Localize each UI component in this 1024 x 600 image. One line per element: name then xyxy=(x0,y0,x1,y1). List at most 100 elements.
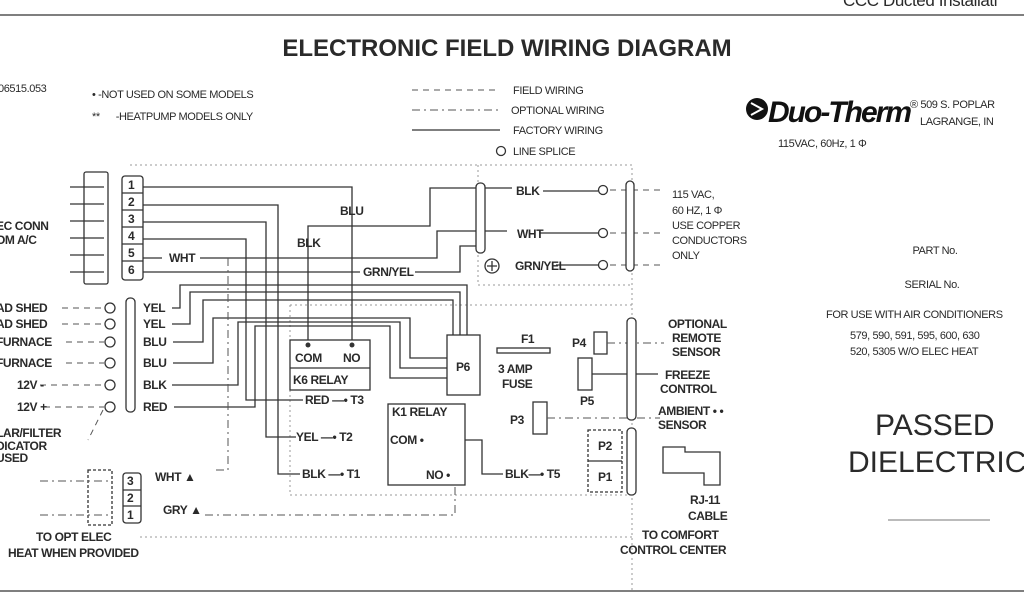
filter-3: USED xyxy=(0,451,28,465)
splice-icon xyxy=(495,145,507,157)
input-2: AD SHED xyxy=(0,317,48,331)
f1-label: F1 xyxy=(521,332,535,346)
terminal-t5: BLK—• T5 xyxy=(505,467,561,481)
wire-blk: BLK xyxy=(297,236,321,250)
page-title: ELECTRONIC FIELD WIRING DIAGRAM xyxy=(282,35,731,62)
opt-pin-2: 2 xyxy=(127,491,134,505)
opt-gry: GRY ▲ xyxy=(163,503,202,517)
p6-label: P6 xyxy=(456,360,471,374)
note-not-used: • -NOT USED ON SOME MODELS xyxy=(92,89,253,101)
pin-6: 6 xyxy=(128,263,135,277)
ground-symbol xyxy=(484,258,500,274)
input-color-4: BLU xyxy=(143,356,166,370)
comfort-2: CONTROL CENTER xyxy=(620,543,727,557)
ambient-2: SENSOR xyxy=(658,418,707,432)
models-1: 579, 590, 591, 595, 600, 630 xyxy=(850,330,980,342)
opt-wht: WHT ▲ xyxy=(155,470,196,484)
legend-factory: FACTORY WIRING xyxy=(513,125,603,137)
remote-1: OPTIONAL xyxy=(668,317,727,331)
fuse-text-1: 3 AMP xyxy=(498,362,533,376)
k1-label: K1 RELAY xyxy=(392,405,447,419)
input-color-1: YEL xyxy=(143,301,165,315)
rj11-2: CABLE xyxy=(688,509,728,523)
pin-5: 5 xyxy=(128,246,135,260)
opt-label-1: TO OPT ELEC xyxy=(36,530,112,544)
freeze-1: FREEZE xyxy=(665,368,710,382)
p2-label: P2 xyxy=(598,439,613,453)
k1-no: NO • xyxy=(426,468,450,482)
power-wht: WHT xyxy=(517,227,544,241)
opt-pin-3: 3 xyxy=(127,474,134,488)
legend-splice: LINE SPLICE xyxy=(513,146,575,158)
input-color-2: YEL xyxy=(143,317,165,331)
conn-label-1: EC CONN xyxy=(0,219,49,233)
models-2: 520, 5305 W/O ELEC HEAT xyxy=(850,346,979,358)
terminal-t3: RED —• T3 xyxy=(305,393,364,407)
logo-text: Duo-Therm xyxy=(768,96,911,129)
wire-blu: BLU xyxy=(340,204,363,218)
k6-label: K6 RELAY xyxy=(293,373,348,387)
input-4: FURNACE xyxy=(0,356,52,370)
wire-grnyel: GRN/YEL xyxy=(363,265,414,279)
p4-label: P4 xyxy=(572,336,587,350)
conn-label-2: OM A/C xyxy=(0,233,37,247)
input-6: 12V + xyxy=(17,400,47,414)
ambient-1: AMBIENT • • xyxy=(658,404,724,418)
k6-relay xyxy=(289,339,371,391)
k6-no: NO xyxy=(343,351,360,365)
input-1: AD SHED xyxy=(0,301,48,315)
k6-com: COM xyxy=(295,351,322,365)
power-note-5: ONLY xyxy=(672,250,701,262)
doc-number: 06515.053 xyxy=(0,83,47,95)
filter-2: DICATOR xyxy=(0,439,47,453)
opt-label-2: HEAT WHEN PROVIDED xyxy=(8,546,139,560)
rj11-plug-icon xyxy=(662,446,721,486)
power-blk: BLK xyxy=(516,184,540,198)
p6-connector xyxy=(446,334,481,396)
power-note-3: USE COPPER xyxy=(672,220,741,232)
pin-4: 4 xyxy=(128,229,135,243)
input-3: FURNACE xyxy=(0,335,52,349)
p1-label: P1 xyxy=(598,470,613,484)
terminal-t2: YEL —• T2 xyxy=(296,430,353,444)
filter-1: LAR/FILTER xyxy=(0,426,62,440)
fuse-icon xyxy=(496,347,551,354)
pin-3: 3 xyxy=(128,212,135,226)
p5-label: P5 xyxy=(580,394,595,408)
remote-3: SENSOR xyxy=(672,345,721,359)
ac-connector xyxy=(70,171,144,285)
legend-optional: OPTIONAL WIRING xyxy=(511,105,604,117)
clipped-header: CCC Ducted Installati xyxy=(843,0,997,10)
remote-2: REMOTE xyxy=(672,331,721,345)
address-1: ® 509 S. POPLAR xyxy=(910,99,995,111)
note-heatpump: ** -HEATPUMP MODELS ONLY xyxy=(92,111,254,123)
k1-relay xyxy=(387,403,466,486)
part-no: PART No. xyxy=(912,245,957,257)
input-5: 12V - xyxy=(17,378,44,392)
legend: FIELD WIRING OPTIONAL WIRING FACTORY WIR… xyxy=(412,85,605,158)
fuse-text-2: FUSE xyxy=(502,377,533,391)
legend-field: FIELD WIRING xyxy=(513,85,583,97)
input-color-5: BLK xyxy=(143,378,167,392)
p3-label: P3 xyxy=(510,413,525,427)
pin-2: 2 xyxy=(128,195,135,209)
power-note-4: CONDUCTORS xyxy=(672,235,747,247)
k1-com: COM • xyxy=(390,433,424,447)
opt-pin-1: 1 xyxy=(127,508,134,522)
power-note-1: 115 VAC, xyxy=(672,189,715,201)
power-rating: 115VAC, 60Hz, 1 Φ xyxy=(778,138,867,150)
input-color-3: BLU xyxy=(143,335,166,349)
brand-logo: Duo-Therm xyxy=(746,96,913,129)
terminal-t1: BLK —• T1 xyxy=(302,467,361,481)
address-2: LAGRANGE, IN xyxy=(920,116,994,128)
pin-1: 1 xyxy=(128,178,135,192)
power-grnyel: GRN/YEL xyxy=(515,259,566,273)
passed-2: DIELECTRIC xyxy=(848,446,1024,479)
passed-1: PASSED xyxy=(875,409,995,442)
serial-no: SERIAL No. xyxy=(905,279,960,291)
comfort-1: TO COMFORT xyxy=(642,528,720,542)
power-note-2: 60 HZ, 1 Φ xyxy=(672,205,723,217)
input-wires xyxy=(172,284,468,408)
rj11-1: RJ-11 xyxy=(690,493,721,507)
